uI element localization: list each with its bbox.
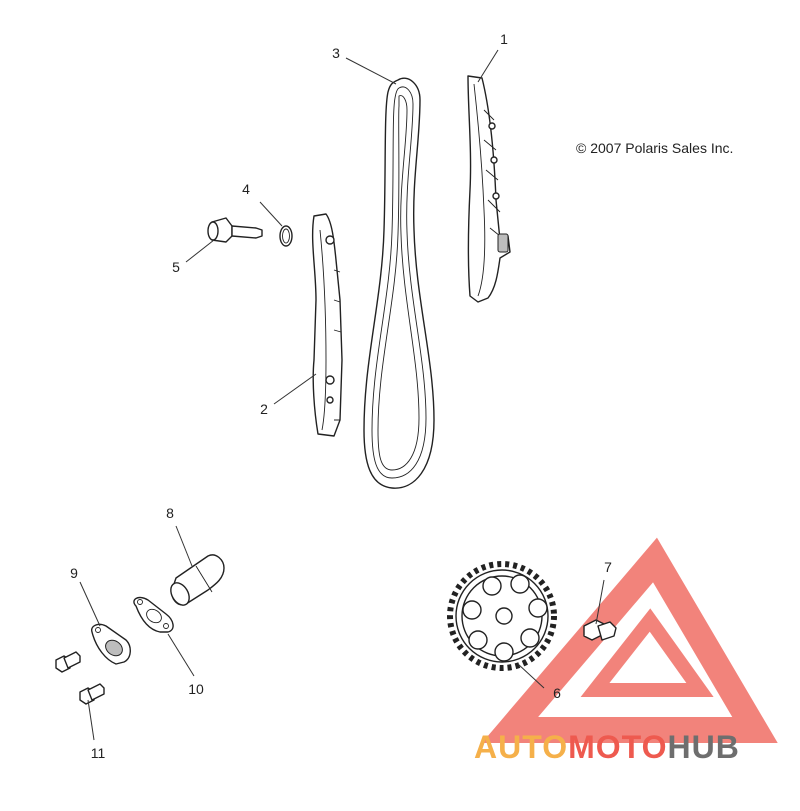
callout-8: 8 <box>166 505 174 521</box>
callout-6: 6 <box>553 685 561 701</box>
sprocket-bolt <box>583 619 617 641</box>
bolt-lower <box>79 683 105 705</box>
o-ring <box>279 225 293 247</box>
tensioner-cover <box>91 623 131 665</box>
chain-guide-left <box>311 213 343 437</box>
watermark-brand: AUTOMOTOHUB <box>474 729 740 765</box>
pivot-bolt <box>207 217 263 243</box>
watermark-logo-icon <box>481 537 778 743</box>
chain-guide-right <box>467 75 511 303</box>
callout-2: 2 <box>260 401 268 417</box>
callout-3: 3 <box>332 45 340 61</box>
chain-tensioner <box>170 554 225 606</box>
callout-5: 5 <box>172 259 180 275</box>
watermark-part-hub: HUB <box>667 729 739 765</box>
cam-sprocket <box>447 561 557 671</box>
tensioner-gasket <box>133 596 174 633</box>
callout-1: 1 <box>500 31 508 47</box>
bolt-upper <box>55 651 81 673</box>
watermark-part-auto: AUTO <box>474 729 568 765</box>
watermark-part-moto: MOTO <box>568 729 667 765</box>
leader-lines <box>79 49 605 741</box>
callout-9: 9 <box>70 565 78 581</box>
timing-chain <box>363 77 435 489</box>
callout-4: 4 <box>242 181 250 197</box>
callout-11: 11 <box>91 745 106 761</box>
callout-7: 7 <box>604 559 612 575</box>
callout-10: 10 <box>188 681 204 697</box>
copyright-notice: © 2007 Polaris Sales Inc. <box>576 140 733 156</box>
